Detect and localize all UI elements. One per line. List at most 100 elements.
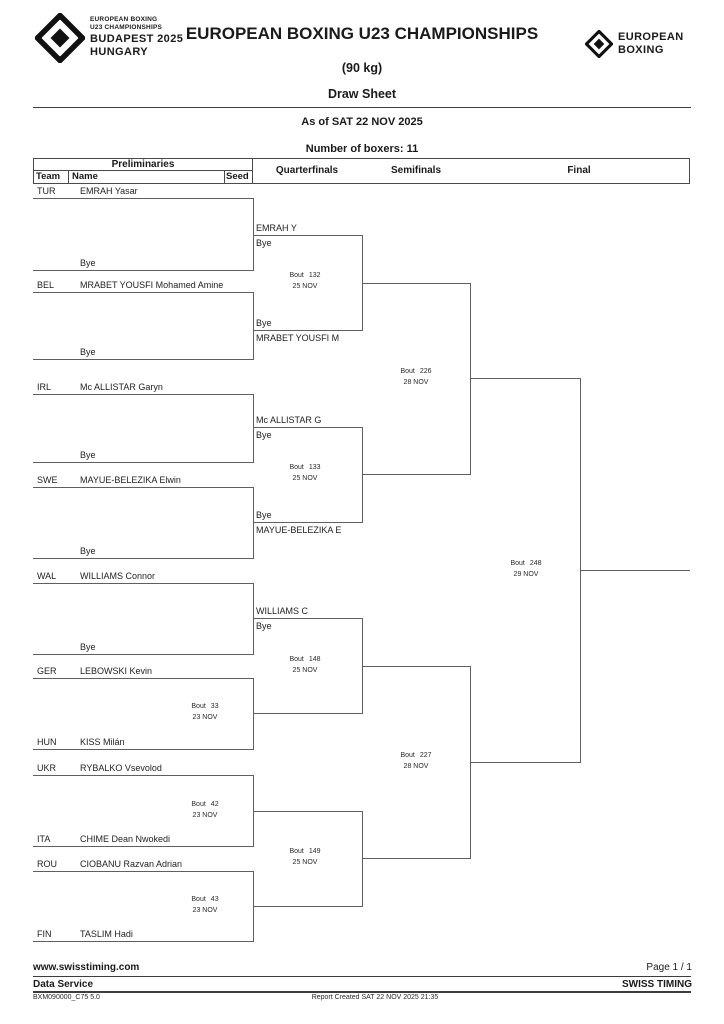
footer-report-created: Report Created SAT 22 NOV 2025 21:35 [311,994,439,1001]
prelim-line [33,846,253,847]
qf-slot-line [253,427,363,428]
prelim-connector [253,292,254,360]
prelim-team: ROU [37,859,57,869]
bout-word: Bout [289,656,304,663]
qf-slot-line [253,330,363,331]
prelim-bye: Bye [80,258,96,268]
prelim-line [33,292,253,293]
footer-data-service: Data Service [33,979,94,990]
column-team: Team [36,171,61,182]
qf-slot-line [253,906,363,907]
prelim-line [33,394,253,395]
bout-date: 23 NOV [192,907,218,914]
prelim-line [33,749,253,750]
prelim-name: LEBOWSKI Kevin [80,666,153,676]
bout-number: 248 [529,560,542,567]
column-quarterfinals: Quarterfinals [275,165,339,176]
sf-connector [470,283,471,475]
prelim-header-box [33,158,253,184]
qf-name-below: Bye [256,238,272,248]
prelim-name: CHIME Dean Nwokedi [80,834,171,844]
prelim-line [33,941,253,942]
seed-column-divider [224,170,225,184]
org-logo [584,29,614,63]
prelim-name: KISS Milán [80,737,125,747]
footer-divider [33,976,691,977]
qf-slot-line [253,811,363,812]
prelim-connector [253,583,254,655]
prelim-line [33,871,253,872]
bout-number: 133 [308,464,321,471]
header-divider [33,107,691,108]
prelim-name: RYBALKO Vsevolod [80,763,162,773]
qf-slot-line [253,618,363,619]
prelim-line [33,775,253,776]
footer-website: www.swisstiming.com [33,962,140,973]
event-logo-line1: EUROPEAN BOXING [90,16,158,23]
gem-diamond-icon [33,11,87,65]
qf-slot-line [253,235,363,236]
column-final: Final [567,165,591,176]
prelim-line [33,678,253,679]
bout-word: Bout [191,801,206,808]
org-logo-line1: EUROPEAN [618,31,684,43]
qf-name-above: EMRAH Y [256,223,297,233]
prelim-team: TUR [37,186,56,196]
prelim-name: WILLIAMS Connor [80,571,156,581]
qf-slot-line [253,713,363,714]
event-logo-line3: BUDAPEST 2025 [90,33,184,45]
sheet-type: Draw Sheet [327,87,397,101]
qf-name-above: WILLIAMS C [256,606,309,616]
bout-word: Bout [191,703,206,710]
bout-date: 29 NOV [513,571,539,578]
footer-divider-thick [33,991,691,993]
qf-name-below: Bye [256,621,272,631]
prelim-line [33,583,253,584]
sf-slot-line [362,858,470,859]
prelim-bye: Bye [80,642,96,652]
footer-brand: SWISS TIMING [622,979,692,990]
qf-name-below: MRABET YOUSFI M [256,333,340,343]
bout-number: 227 [419,752,432,759]
bout-number-row: Bout 248 [496,558,556,569]
bout-label: Bout 248 29 NOV [496,558,556,580]
bout-word: Bout [510,560,525,567]
bout-number: 132 [308,272,321,279]
column-name: Name [72,171,98,182]
prelim-name: CIOBANU Razvan Adrian [80,859,183,869]
final-slot-line [470,762,580,763]
final-slot-line [470,378,580,379]
bout-number: 42 [210,801,219,808]
bout-word: Bout [289,848,304,855]
qf-name-above: Bye [256,510,272,520]
bout-date: 25 NOV [292,859,318,866]
prelim-team: BEL [37,280,55,290]
bout-number-row: Bout 149 [275,846,335,857]
bout-number-row: Bout 42 [175,799,235,810]
winner-line [580,570,690,571]
sf-slot-line [362,666,470,667]
org-logo-text: EUROPEAN BOXING [618,31,684,56]
qf-name-below: Bye [256,430,272,440]
prelim-connector [253,487,254,559]
prelim-bye: Bye [80,546,96,556]
bout-word: Bout [289,272,304,279]
prelim-line [33,270,253,271]
qf-name-above: Mc ALLISTAR G [256,415,322,425]
bout-word: Bout [400,368,415,375]
bout-number: 149 [308,848,321,855]
prelim-team: WAL [37,571,57,581]
column-seed: Seed [226,171,249,182]
qf-name-below: MAYUE-BELEZIKA E [256,525,342,535]
org-logo-line2: BOXING [618,43,664,56]
sf-slot-line [362,283,470,284]
bout-date: 25 NOV [292,283,318,290]
